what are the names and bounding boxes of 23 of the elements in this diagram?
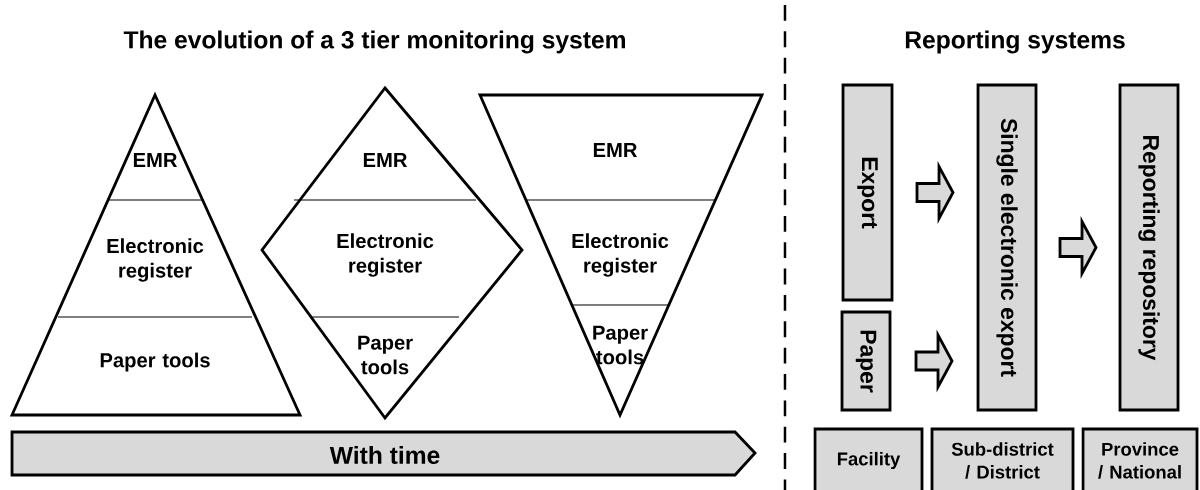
tier-label: Paper tools — [593, 325, 648, 365]
tier-label: Electronic register — [572, 233, 669, 277]
paper-box: Paper — [840, 310, 892, 412]
tier-label: Electronic register — [107, 238, 204, 282]
block-arrow — [915, 160, 955, 225]
level-box: Sub-district / District — [930, 427, 1075, 490]
tier-label: EMR — [363, 153, 408, 167]
block-arrow — [914, 329, 954, 393]
heading: The evolution of a 3 tier monitoring system — [123, 30, 625, 54]
tier-label: EMR — [133, 153, 178, 167]
band-label: With time — [329, 445, 440, 465]
export-box: Single electronic export — [976, 83, 1038, 412]
time-arrow — [10, 430, 757, 477]
tier-label: EMR — [593, 143, 638, 157]
level-box: Province / National — [1081, 427, 1199, 490]
block-arrow — [1058, 215, 1098, 280]
level-box: Facility — [813, 427, 924, 490]
tier-label: Paper tools — [100, 352, 210, 372]
heading: Reporting systems — [905, 30, 1125, 54]
tier-label: Electronic register — [337, 233, 434, 277]
repository-box: Reporting repository — [1118, 83, 1180, 412]
tier-label: Paper tools — [358, 335, 413, 375]
export-box: Export — [841, 83, 894, 302]
